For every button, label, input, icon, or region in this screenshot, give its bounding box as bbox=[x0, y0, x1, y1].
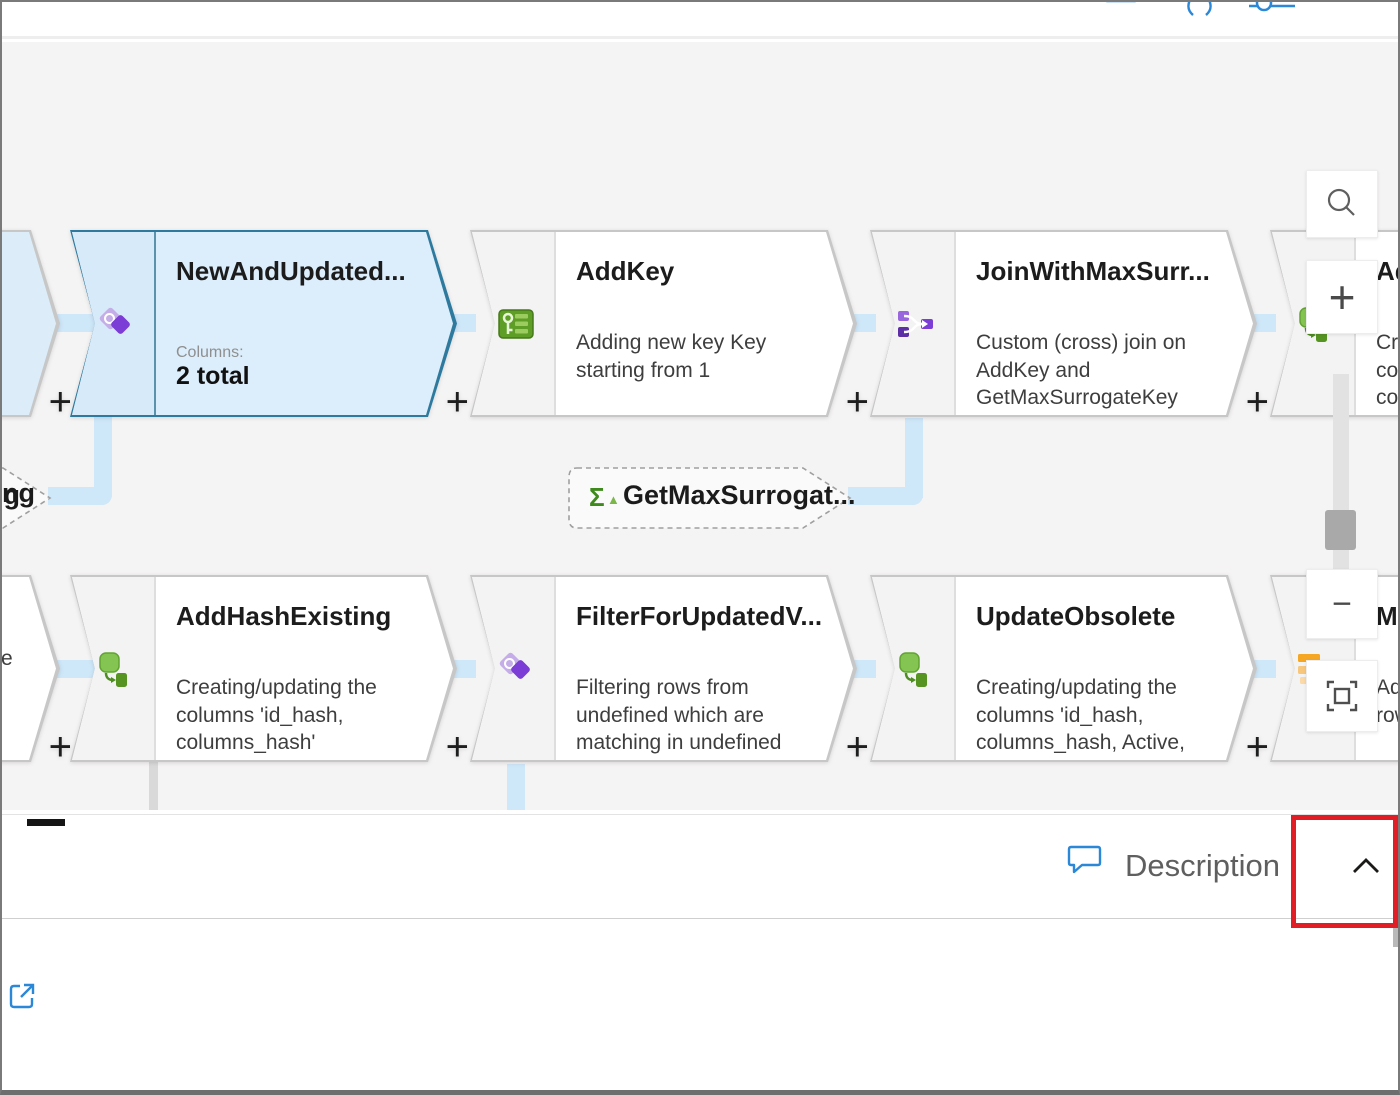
top-toolbar bbox=[2, 2, 1398, 39]
node-add-hash-existing[interactable]: AddHashExisting Creating/updating the co… bbox=[70, 575, 469, 769]
connector-elbow bbox=[848, 487, 923, 505]
add-transformation-button[interactable]: + bbox=[445, 725, 469, 769]
node-update-obsolete[interactable]: UpdateObsolete Creating/updating the col… bbox=[870, 575, 1269, 769]
node-body: AddHashExisting Creating/updating the co… bbox=[72, 577, 453, 760]
node-divider bbox=[554, 577, 556, 760]
node-body: UpdateObsolete Creating/updating the col… bbox=[872, 577, 1253, 760]
connector bbox=[450, 314, 476, 332]
node-body: FilterForUpdatedV... Filtering rows from… bbox=[472, 577, 853, 760]
description-label: Description bbox=[1124, 848, 1280, 883]
reference-node-outline bbox=[568, 467, 852, 529]
reference-node-get-max-surrogate[interactable]: Σ ▲ GetMaxSurrogat... bbox=[567, 466, 856, 530]
connector bbox=[1250, 314, 1276, 332]
fit-to-screen-button[interactable] bbox=[1306, 660, 1378, 732]
connector bbox=[450, 660, 476, 678]
node-divider bbox=[154, 232, 156, 415]
columns-label: Columns: bbox=[176, 344, 244, 361]
node-title: UpdateObsolete bbox=[976, 601, 1176, 631]
node-description: Custom (cross) join on AddKey and GetMax… bbox=[976, 331, 1187, 409]
aggregate-icon: Σ bbox=[589, 482, 605, 512]
add-transformation-button[interactable]: + bbox=[48, 725, 72, 769]
node-left-top-partial[interactable]: + bbox=[2, 230, 72, 424]
zoom-slider-handle[interactable] bbox=[1325, 510, 1356, 550]
connector bbox=[850, 314, 876, 332]
node-body: JoinWithMaxSurr... Custom (cross) join o… bbox=[872, 232, 1253, 415]
derived-column-icon bbox=[899, 651, 927, 687]
node-add-key[interactable]: AddKey Adding new key Key starting from … bbox=[470, 230, 869, 424]
debug-toggle-icon[interactable] bbox=[1249, 2, 1297, 25]
search-icon bbox=[1327, 188, 1355, 216]
exists-icon bbox=[499, 652, 530, 679]
derived-column-icon bbox=[99, 651, 127, 687]
reference-node-left[interactable]: ng bbox=[2, 466, 52, 530]
connector-elbow bbox=[905, 418, 923, 498]
reference-node-label: GetMaxSurrogat... bbox=[623, 480, 856, 510]
node-divider bbox=[954, 577, 956, 760]
chevron-up-icon bbox=[1353, 858, 1379, 873]
surrogate-key-icon bbox=[498, 308, 534, 339]
node-divider bbox=[554, 232, 556, 415]
node-title: JoinWithMaxSurr... bbox=[976, 256, 1210, 286]
node-description: Creating/updating the columns 'id_hash, … bbox=[976, 676, 1185, 760]
columns-value: 2 total bbox=[176, 362, 250, 390]
exists-icon bbox=[99, 307, 130, 334]
plus-icon: + bbox=[1328, 271, 1356, 323]
node-filter-for-updated[interactable]: FilterForUpdatedV... Filtering rows from… bbox=[470, 575, 869, 769]
description-content-area bbox=[2, 920, 1398, 1090]
add-transformation-button[interactable]: + bbox=[1245, 380, 1269, 424]
node-title: Ma bbox=[1376, 601, 1398, 631]
node-description: Filtering rows from undefined which are … bbox=[576, 676, 782, 760]
node-description: Ad row bbox=[1376, 676, 1398, 727]
add-transformation-button[interactable]: + bbox=[845, 725, 869, 769]
zoom-in-button[interactable]: + bbox=[1306, 260, 1378, 334]
connector-down bbox=[149, 762, 158, 810]
connector bbox=[1250, 660, 1276, 678]
node-title: Ad bbox=[1376, 256, 1398, 286]
panel-resize-handle[interactable] bbox=[27, 819, 65, 826]
card-icon[interactable] bbox=[1097, 2, 1147, 22]
add-transformation-button[interactable]: + bbox=[445, 380, 469, 424]
node-divider bbox=[954, 232, 956, 415]
reference-node-outline bbox=[2, 467, 52, 529]
node-description-fragment: e bbox=[2, 647, 13, 670]
node-left-bottom-partial[interactable]: e + bbox=[2, 575, 72, 769]
description-bar: Description bbox=[2, 814, 1398, 919]
node-new-and-updated[interactable]: NewAndUpdated... Columns: 2 total + bbox=[70, 230, 469, 424]
aggregate-icon-triangle: ▲ bbox=[607, 492, 620, 507]
braces-icon[interactable] bbox=[1185, 2, 1215, 23]
connector-elbow bbox=[94, 417, 112, 497]
collapse-panel-button[interactable] bbox=[1338, 839, 1394, 895]
node-title: AddHashExisting bbox=[176, 601, 392, 631]
scrollbar-fragment[interactable] bbox=[1393, 919, 1398, 947]
comment-icon bbox=[1065, 843, 1105, 884]
node-body: AddKey Adding new key Key starting from … bbox=[472, 232, 853, 415]
add-transformation-button[interactable]: + bbox=[845, 380, 869, 424]
add-transformation-button[interactable]: + bbox=[1245, 725, 1269, 769]
node-divider bbox=[154, 577, 156, 760]
zoom-out-button[interactable]: − bbox=[1306, 569, 1378, 639]
add-transformation-button[interactable]: + bbox=[48, 380, 72, 424]
dataflow-canvas[interactable]: + NewAndUpdated... Columns: 2 total + bbox=[2, 42, 1398, 810]
search-button[interactable] bbox=[1306, 170, 1378, 238]
node-description: Adding new key Key starting from 1 bbox=[576, 331, 767, 382]
reference-node-label: ng bbox=[2, 480, 20, 510]
join-icon bbox=[898, 310, 933, 337]
node-body: NewAndUpdated... Columns: 2 total bbox=[72, 232, 453, 415]
node-title: FilterForUpdatedV... bbox=[576, 601, 823, 631]
reference-node-label-fragment: ng bbox=[2, 478, 35, 508]
node-title: AddKey bbox=[576, 256, 675, 286]
node-title: NewAndUpdated... bbox=[176, 256, 406, 286]
node-join-with-max[interactable]: JoinWithMaxSurr... Custom (cross) join o… bbox=[870, 230, 1269, 424]
node-description: Creating/updating the columns 'id_hash, … bbox=[176, 676, 377, 754]
fit-to-screen-icon bbox=[1326, 680, 1358, 712]
connector-down bbox=[507, 764, 525, 810]
minus-icon: − bbox=[1332, 585, 1352, 623]
connector bbox=[850, 660, 876, 678]
connector-elbow bbox=[48, 487, 112, 505]
open-in-new-window-icon[interactable] bbox=[7, 981, 37, 1011]
node-description: Cre col col M bbox=[1376, 331, 1398, 415]
